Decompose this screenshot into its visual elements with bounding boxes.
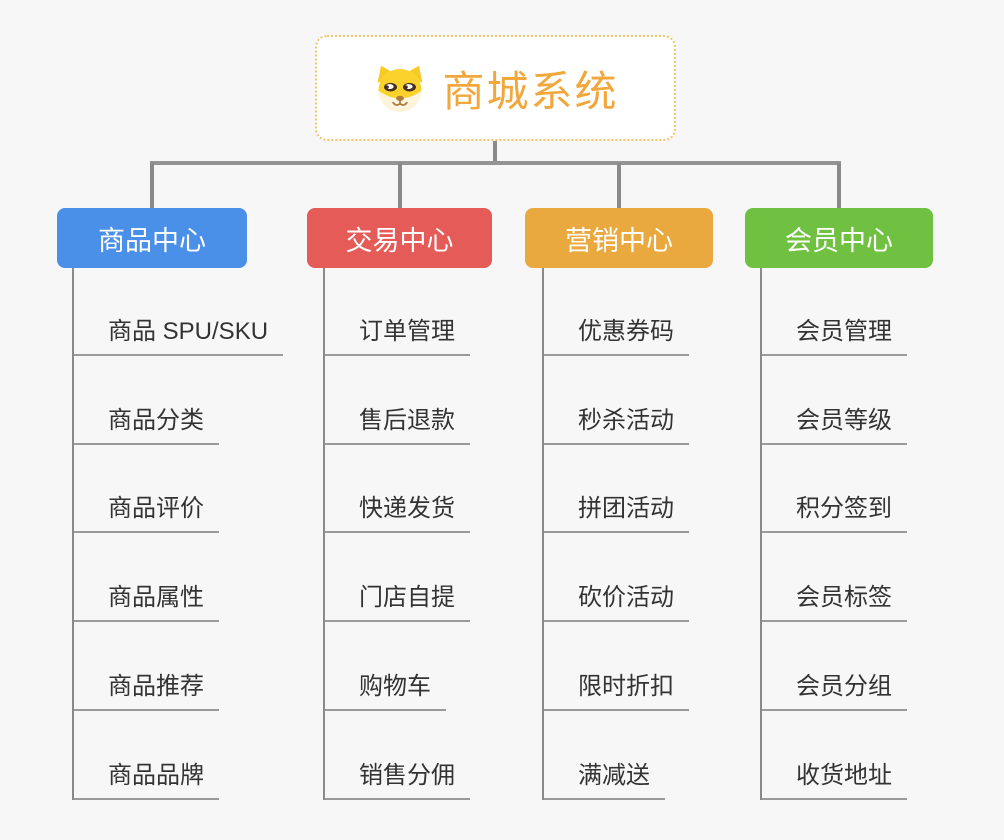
leaf-node[interactable]: 会员等级 xyxy=(762,404,907,445)
leaf-node[interactable]: 限时折扣 xyxy=(544,670,689,711)
branch-node-1[interactable]: 交易中心 xyxy=(307,208,492,268)
leaf-node[interactable]: 砍价活动 xyxy=(544,581,689,622)
leaf-node[interactable]: 秒杀活动 xyxy=(544,404,689,445)
shiba-dog-icon xyxy=(372,63,428,113)
leaf-node[interactable]: 会员分组 xyxy=(762,670,907,711)
leaf-node[interactable]: 商品品牌 xyxy=(74,759,219,800)
leaf-node[interactable]: 商品评价 xyxy=(74,492,219,533)
leaf-node[interactable]: 积分签到 xyxy=(762,492,907,533)
leaf-column-3: 会员管理会员等级积分签到会员标签会员分组收货地址 xyxy=(760,268,1000,800)
leaf-node[interactable]: 门店自提 xyxy=(325,581,470,622)
connector-drop-0 xyxy=(150,163,154,208)
connector-root-stub xyxy=(493,141,497,163)
leaf-node[interactable]: 售后退款 xyxy=(325,404,470,445)
connector-drop-2 xyxy=(617,163,621,208)
leaf-column-1: 订单管理售后退款快递发货门店自提购物车销售分佣 xyxy=(323,268,563,800)
leaf-node[interactable]: 快递发货 xyxy=(325,492,470,533)
leaf-node[interactable]: 商品推荐 xyxy=(74,670,219,711)
branch-label: 会员中心 xyxy=(785,225,893,256)
leaf-node[interactable]: 会员标签 xyxy=(762,581,907,622)
leaf-node[interactable]: 销售分佣 xyxy=(325,759,470,800)
root-node[interactable]: 商城系统 xyxy=(315,35,676,141)
leaf-column-2: 优惠券码秒杀活动拼团活动砍价活动限时折扣满减送 xyxy=(542,268,782,800)
connector-drop-3 xyxy=(837,163,841,208)
branch-node-3[interactable]: 会员中心 xyxy=(745,208,933,268)
leaf-column-0: 商品 SPU/SKU 商品分类商品评价商品属性商品推荐商品品牌 xyxy=(72,268,312,800)
leaf-node[interactable]: 满减送 xyxy=(544,759,665,800)
leaf-node[interactable]: 收货地址 xyxy=(762,759,907,800)
leaf-node[interactable]: 商品属性 xyxy=(74,581,219,622)
leaf-node[interactable]: 商品 SPU/SKU xyxy=(74,315,284,356)
root-title: 商城系统 xyxy=(442,67,619,115)
connector-bus xyxy=(150,161,841,165)
branch-label: 商品中心 xyxy=(98,225,206,256)
branch-node-0[interactable]: 商品中心 xyxy=(57,208,247,268)
branch-label: 交易中心 xyxy=(345,225,454,256)
connector-drop-1 xyxy=(397,163,402,208)
leaf-node[interactable]: 订单管理 xyxy=(325,315,470,356)
branch-node-2[interactable]: 营销中心 xyxy=(525,208,713,268)
leaf-node[interactable]: 商品分类 xyxy=(74,404,219,445)
leaf-node[interactable]: 拼团活动 xyxy=(544,492,689,533)
leaf-node[interactable]: 购物车 xyxy=(325,670,446,711)
leaf-node[interactable]: 优惠券码 xyxy=(544,315,689,356)
branch-label: 营销中心 xyxy=(565,225,673,256)
leaf-node[interactable]: 会员管理 xyxy=(762,315,907,356)
